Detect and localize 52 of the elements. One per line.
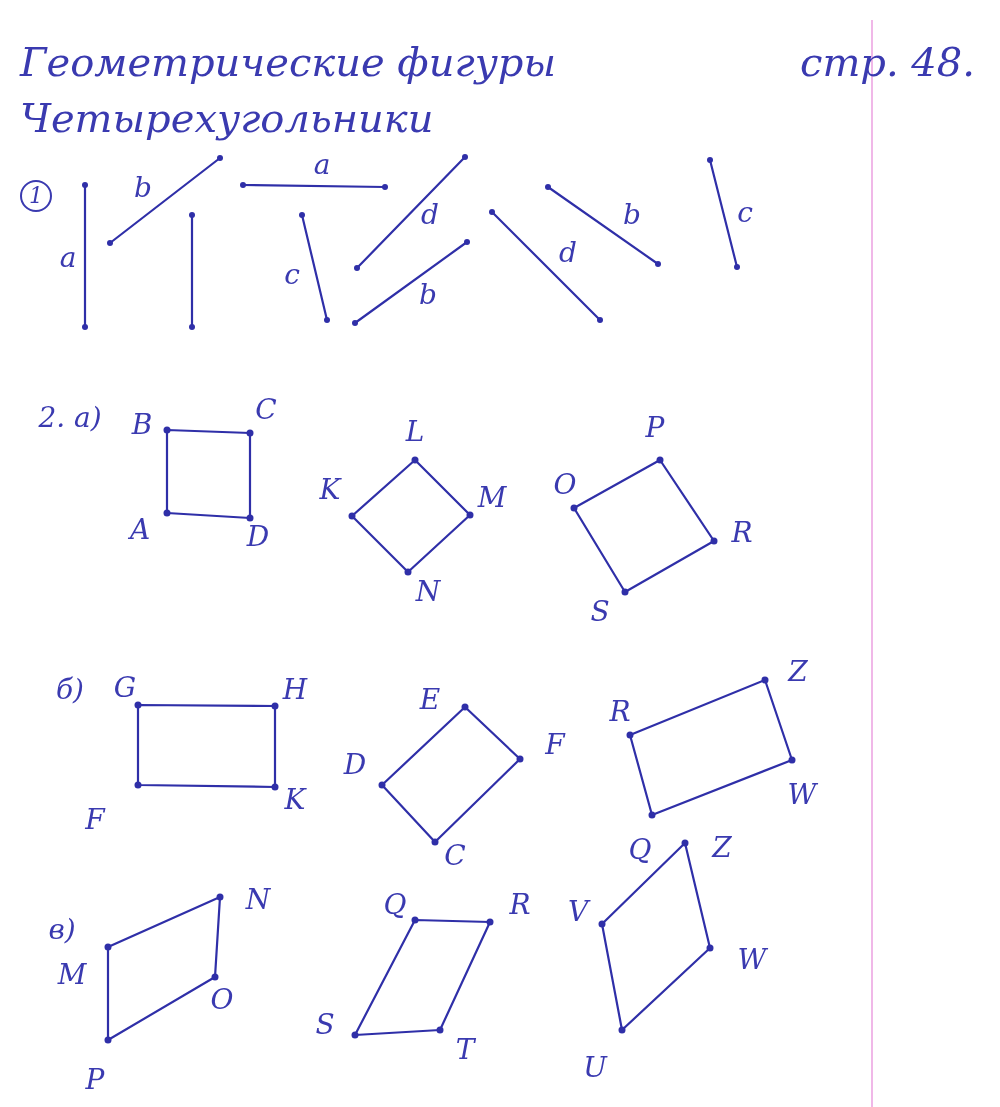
vertex-label: G — [113, 672, 137, 704]
vertex-label: O — [553, 469, 577, 501]
handwritten-title: Геометрические фигуры — [20, 40, 557, 84]
vertex-label: C — [444, 840, 466, 872]
vertex-label: P — [85, 1064, 105, 1096]
vertex-label: C — [255, 394, 277, 426]
vertex-label: H — [282, 674, 308, 706]
vertex-label: R — [731, 517, 753, 549]
segment-label: a — [313, 149, 331, 181]
vertex-label: N — [415, 576, 441, 608]
vertex-label: M — [57, 959, 87, 991]
vertex-label: D — [343, 749, 367, 781]
vertex-label: V — [567, 896, 589, 928]
vertex-label: D — [246, 521, 270, 553]
vertex-label: R — [609, 696, 631, 728]
vertex-label: Q — [628, 834, 652, 866]
vertex-label: K — [284, 784, 306, 816]
segment-label: c — [737, 197, 753, 229]
vertex-label: F — [85, 804, 105, 836]
vertex-label: Z — [712, 832, 732, 864]
vertex-label: O — [210, 984, 234, 1016]
vertex-label: B — [131, 409, 153, 441]
vertex-label: P — [645, 412, 665, 444]
segment-label: a — [59, 242, 77, 274]
vertex-label: E — [419, 684, 441, 716]
segment-label: c — [284, 259, 300, 291]
vertex-label: Q — [383, 889, 407, 921]
vertex-label: U — [583, 1052, 607, 1084]
segment-label: b — [623, 199, 641, 231]
vertex-label: S — [315, 1009, 335, 1041]
vertex-label: S — [590, 596, 610, 628]
vertex-label: R — [509, 889, 531, 921]
task-number: 1 — [20, 180, 52, 212]
vertex-label: L — [405, 416, 425, 448]
vertex-label: T — [455, 1034, 475, 1066]
task-number: 2. а) — [38, 402, 102, 434]
vertex-label: Z — [788, 656, 808, 688]
vertex-label: F — [545, 729, 565, 761]
segment-label: d — [559, 237, 577, 269]
segment-label: d — [421, 199, 439, 231]
vertex-label: N — [245, 884, 271, 916]
vertex-label: W — [737, 944, 767, 976]
task-number: б) — [56, 674, 84, 706]
segment-label: b — [134, 172, 152, 204]
page-reference: стр. 48. — [800, 40, 975, 84]
segment-label: b — [419, 279, 437, 311]
vertex-label: W — [787, 779, 817, 811]
task-number: в) — [48, 914, 76, 946]
vertex-label: K — [319, 474, 341, 506]
vertex-label: M — [477, 482, 507, 514]
handwritten-subtitle: Четырехугольники — [20, 96, 434, 140]
vertex-label: A — [129, 514, 151, 546]
